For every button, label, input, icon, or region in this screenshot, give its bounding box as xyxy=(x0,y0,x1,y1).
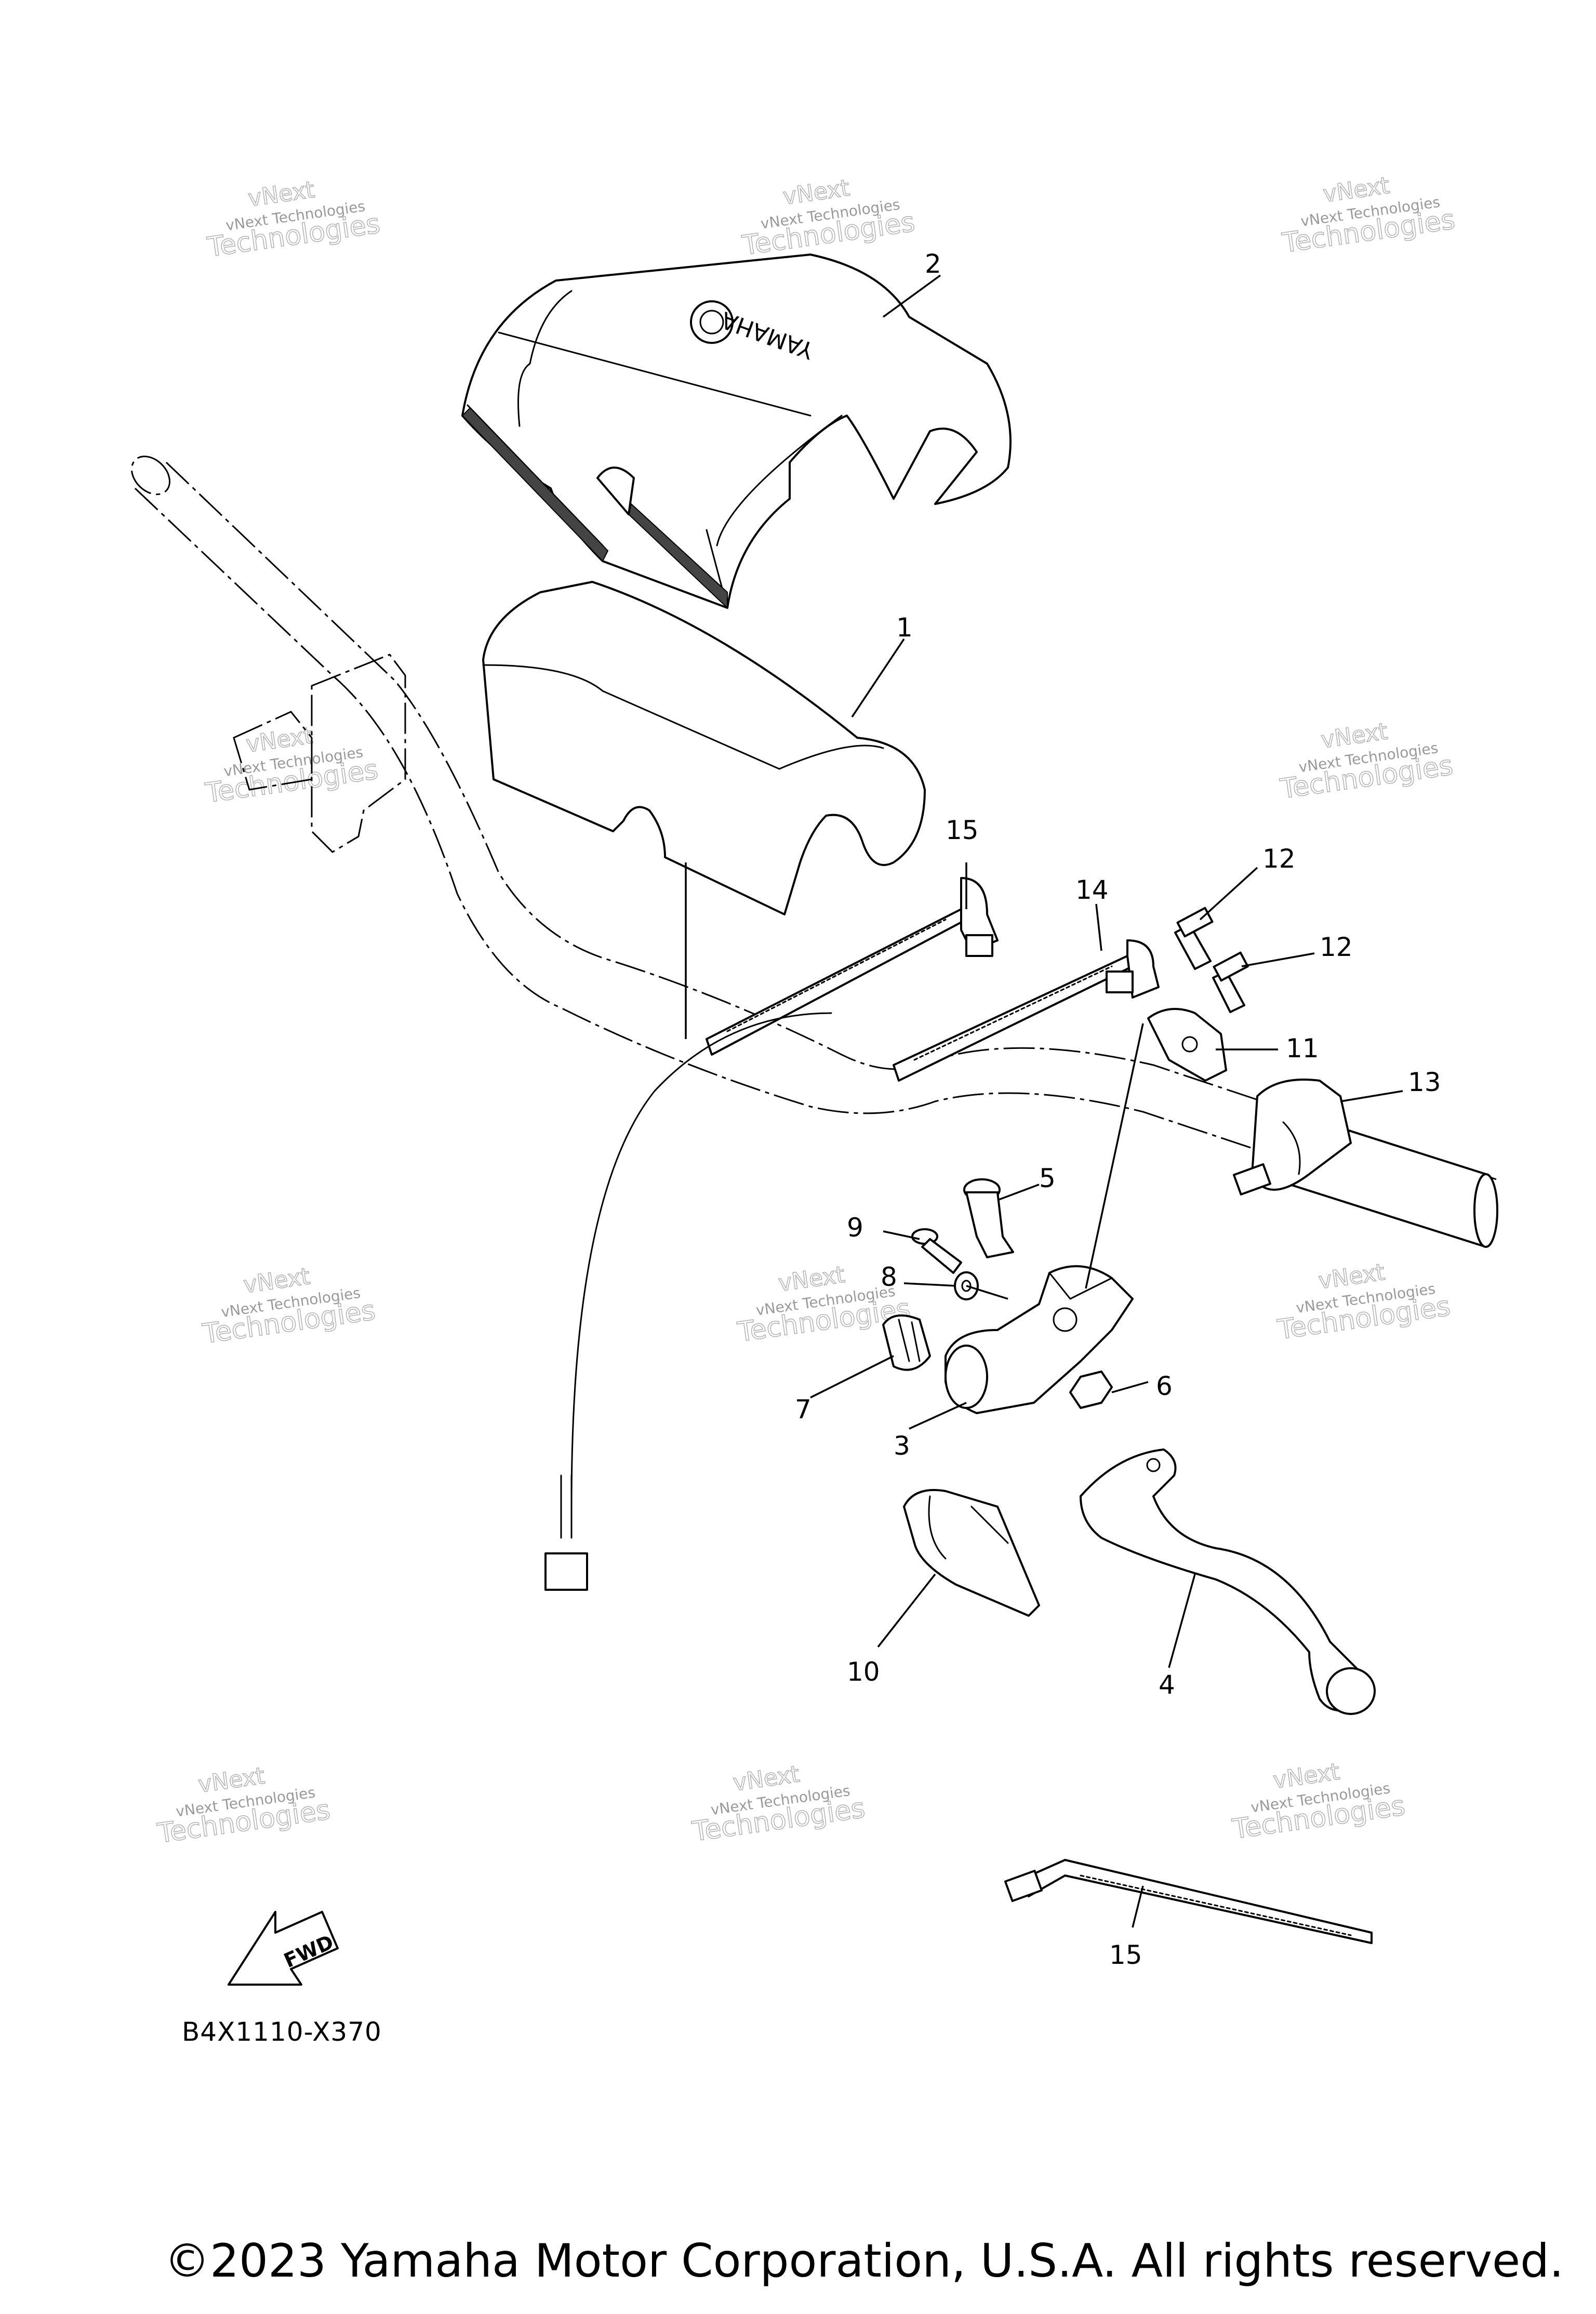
callout-15-lower: 15 xyxy=(1109,1940,1142,1970)
callout-1: 1 xyxy=(896,613,913,643)
part-7-adjuster xyxy=(882,1314,931,1371)
part-6-nut xyxy=(1069,1371,1113,1409)
part-14-cable-tie xyxy=(893,939,1160,1082)
diagram-code: B4X1110-X370 xyxy=(182,2017,382,2047)
callout-8: 8 xyxy=(881,1262,897,1292)
callout-7: 7 xyxy=(795,1394,812,1425)
part-12-bolt-a xyxy=(1174,907,1214,970)
callout-3: 3 xyxy=(894,1431,910,1461)
part-15-cable-tie-upper xyxy=(706,877,999,1056)
cable-connector xyxy=(544,1552,588,1591)
part-4-lever xyxy=(1080,1448,1376,1715)
part-10-boot xyxy=(903,1489,1040,1617)
handlebar-phantom xyxy=(131,456,1497,1227)
callout-12-b: 12 xyxy=(1320,932,1353,962)
callout-15-upper: 15 xyxy=(946,815,979,845)
callout-numbers: 2 1 15 14 12 12 11 13 5 9 8 7 3 6 10 4 1… xyxy=(795,249,1441,1970)
cable-tie-teeth xyxy=(726,919,947,1032)
part-11-lever-clamp xyxy=(1147,1008,1227,1082)
switch-cable xyxy=(544,1012,832,1591)
yamaha-emblem-icon xyxy=(690,300,734,344)
part-12-bolt-b xyxy=(1212,951,1249,1013)
callout-10: 10 xyxy=(847,1657,880,1687)
callout-13: 13 xyxy=(1408,1067,1441,1097)
callout-9: 9 xyxy=(847,1213,863,1243)
part-9-screw xyxy=(911,1228,962,1274)
callout-14: 14 xyxy=(1075,875,1109,905)
fwd-arrow-icon: FWD xyxy=(228,1911,339,1986)
callout-12-a: 12 xyxy=(1262,844,1296,874)
callout-4: 4 xyxy=(1159,1670,1175,1700)
part-13-clamp xyxy=(1232,1079,1352,1196)
part-5-pivot-bolt xyxy=(963,1178,1014,1258)
part-1-handlebar-pad xyxy=(482,581,926,915)
part-3-lever-holder xyxy=(945,1265,1134,1414)
callout-2: 2 xyxy=(925,249,941,279)
callout-11: 11 xyxy=(1286,1033,1319,1063)
leader-lines xyxy=(685,274,1403,1928)
callout-5: 5 xyxy=(1039,1163,1056,1193)
copyright-notice: ©2023 Yamaha Motor Corporation, U.S.A. A… xyxy=(164,2234,1564,2288)
part-2-pad-cover: YAMAHA xyxy=(461,254,1012,609)
part-15-cable-tie-lower xyxy=(1004,1859,1373,1944)
callout-6: 6 xyxy=(1156,1371,1173,1401)
